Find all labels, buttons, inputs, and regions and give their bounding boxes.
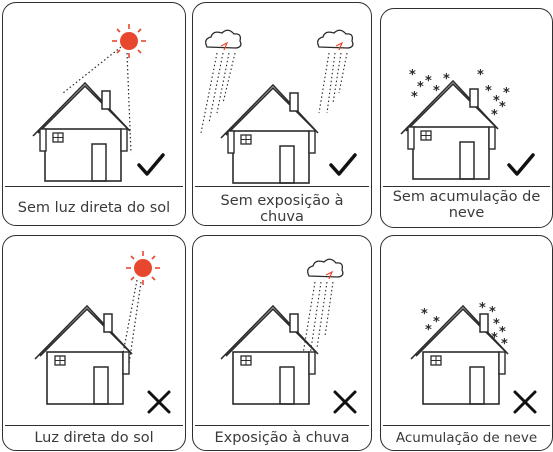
check-icon	[329, 153, 357, 176]
house-with-sun-illustration	[34, 251, 171, 414]
panel-direct-sun: Luz direta do sol	[2, 235, 186, 451]
cloud-icon	[205, 29, 242, 51]
svg-text:*: *	[425, 323, 432, 338]
snow-icon: *** *** *** ***	[409, 68, 510, 123]
check-icon	[137, 153, 165, 176]
svg-text:*: *	[479, 301, 486, 316]
svg-text:*: *	[485, 84, 492, 99]
house-with-snow-illustration: *** *** ***	[410, 301, 537, 414]
house-icon	[400, 79, 499, 180]
check-icon	[507, 153, 535, 176]
svg-text:*: *	[433, 84, 440, 99]
sun-icon	[126, 251, 160, 285]
house-icon	[34, 304, 133, 405]
cloud-icon	[307, 258, 344, 280]
svg-text:*: *	[477, 68, 484, 83]
caption-text: Sem exposição à chuva	[220, 193, 344, 225]
panel-rain-exposure: Exposição à chuva	[192, 235, 372, 451]
svg-text:*: *	[499, 325, 506, 340]
sun-icon	[112, 24, 146, 58]
house-icon	[32, 81, 131, 182]
svg-text:*: *	[501, 337, 508, 352]
caption-rain-exposure: Exposição à chuva	[214, 430, 350, 446]
svg-text:*: *	[443, 72, 450, 87]
caption-snow-accumulation: Acumulação de neve	[395, 430, 538, 446]
panel-no-snow-accumulation: *** *** *** *** Sem acumulação de neve	[380, 8, 553, 228]
caption-no-direct-sun: Sem luz direta do sol	[17, 200, 171, 216]
svg-text:*: *	[499, 100, 506, 115]
svg-text:*: *	[503, 86, 510, 101]
svg-text:*: *	[491, 108, 498, 123]
house-icon	[220, 304, 319, 405]
panel-snow-accumulation: *** *** *** Acumulação de neve	[380, 235, 553, 451]
svg-text:*: *	[417, 80, 424, 95]
house-with-sun-illustration	[32, 24, 165, 182]
svg-text:*: *	[425, 74, 432, 89]
svg-text:*: *	[493, 94, 500, 109]
cross-icon	[147, 390, 171, 414]
panel-no-rain-exposure: Sem exposição à chuva	[192, 2, 372, 226]
house-icon	[410, 304, 509, 405]
cloud-icon	[317, 29, 354, 51]
caption-direct-sun: Luz direta do sol	[34, 430, 154, 446]
svg-text:*: *	[493, 317, 500, 332]
svg-text:*: *	[489, 305, 496, 320]
caption-text: Sem acumulação de neve	[392, 189, 541, 221]
cross-icon	[513, 390, 537, 414]
svg-text:*: *	[421, 307, 428, 322]
house-with-snow-illustration: *** *** *** ***	[400, 68, 535, 180]
house-with-rain-illustration	[200, 29, 357, 184]
caption-no-snow-accumulation: Sem acumulação de neve	[381, 189, 552, 221]
svg-text:*: *	[433, 315, 440, 330]
caption-no-rain-exposure: Sem exposição à chuva	[193, 193, 371, 225]
house-icon	[220, 83, 319, 184]
svg-text:*: *	[411, 90, 418, 105]
house-with-rain-illustration	[220, 258, 357, 414]
svg-text:*: *	[409, 68, 416, 83]
panel-no-direct-sun: Sem luz direta do sol	[2, 2, 186, 226]
cross-icon	[333, 390, 357, 414]
